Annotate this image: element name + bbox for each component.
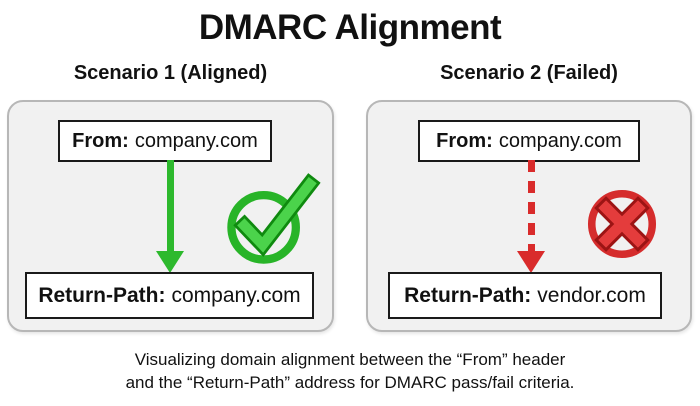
from-header-box: From: company.com [418, 120, 640, 162]
alignment-arrow-head [517, 251, 545, 273]
caption-line-1: Visualizing domain alignment between the… [134, 350, 566, 369]
from-label: From: [72, 129, 129, 152]
x-circle-icon [587, 189, 657, 259]
page-title: DMARC Alignment [198, 8, 502, 47]
return-path-label: Return-Path: [38, 283, 166, 307]
scenario-1-panel: From: company.com Return-Path: company.c… [7, 100, 334, 332]
return-path-domain: vendor.com [537, 283, 646, 307]
caption-line-2: and the “Return-Path” address for DMARC … [125, 373, 575, 392]
from-label: From: [436, 129, 493, 152]
caption: Visualizing domain alignment between the… [0, 348, 700, 394]
scenario-1-heading: Scenario 1 (Aligned) [73, 62, 268, 84]
return-path-box: Return-Path: vendor.com [388, 272, 662, 319]
alignment-arrow-dashed [528, 160, 535, 252]
from-header-box: From: company.com [58, 120, 272, 162]
return-path-label: Return-Path: [404, 283, 532, 307]
alignment-arrow-head [156, 251, 184, 273]
scenario-2-panel: From: company.com Return-Path: vendor.co… [366, 100, 692, 332]
alignment-arrow-solid [167, 160, 174, 252]
return-path-box: Return-Path: company.com [25, 272, 314, 319]
return-path-domain: company.com [171, 283, 301, 307]
from-domain: company.com [134, 129, 258, 152]
from-domain: company.com [498, 129, 622, 152]
scenario-2-heading: Scenario 2 (Failed) [440, 62, 618, 84]
check-circle-icon [227, 173, 321, 264]
